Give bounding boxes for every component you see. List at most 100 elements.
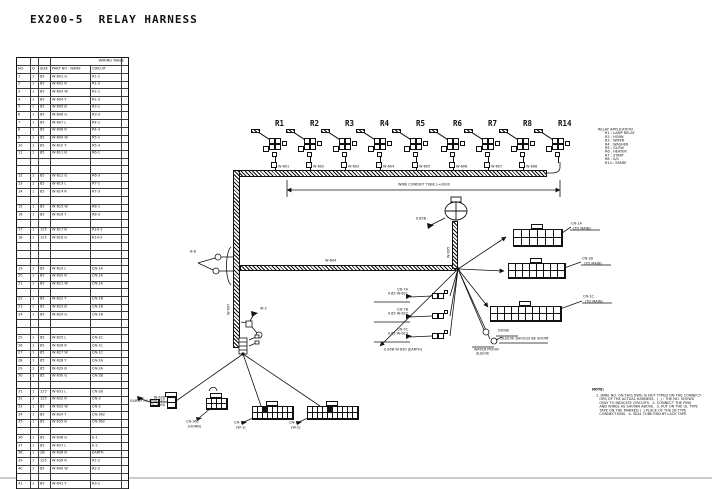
connector-cell bbox=[212, 399, 217, 404]
wire-table-cell: CN-1B bbox=[91, 304, 122, 312]
wire-table-cell: CN-3 bbox=[91, 396, 122, 404]
connector-horn-label-line2: (HORN) bbox=[188, 424, 202, 428]
wire-table-cell: W-637 L bbox=[51, 443, 91, 450]
wire-table-cell: 125 bbox=[39, 235, 51, 243]
wire-table-cell: 85 bbox=[39, 358, 51, 366]
relay-pin bbox=[552, 144, 558, 150]
wire-table-cell: 1 bbox=[31, 150, 39, 158]
wire-table-value: 85 bbox=[40, 335, 45, 340]
connector-cell bbox=[540, 314, 547, 321]
relay-pin bbox=[416, 138, 422, 144]
wire-table-cell: 4 bbox=[17, 97, 31, 104]
wire-table-value: EARTH bbox=[92, 450, 104, 455]
relay-pin bbox=[555, 152, 560, 157]
wire-table-header: SIZE bbox=[40, 66, 48, 70]
wire-table-cell bbox=[122, 389, 128, 396]
connector-cell bbox=[516, 271, 523, 278]
footer-rule bbox=[0, 477, 712, 480]
wire-table-cell bbox=[122, 128, 128, 135]
wire-table-cell: W-623 B bbox=[51, 304, 91, 312]
note-line: TAPE ON THE MARKED ( ) PLACE OF THE 2B T… bbox=[596, 408, 687, 413]
connector-cell bbox=[318, 413, 323, 419]
wire-table-cell: CN-2B bbox=[91, 389, 122, 396]
wire-table-cell: 1 bbox=[31, 212, 39, 220]
wire-table-value: 1 bbox=[32, 396, 35, 401]
wire-table-row bbox=[17, 158, 128, 167]
connector-cell bbox=[323, 413, 328, 419]
wire-table-value: 1 bbox=[32, 373, 35, 378]
wire-table-cell bbox=[122, 197, 128, 204]
wire-table-value: W-641 Y bbox=[52, 481, 67, 486]
wire-table-cell: 1 bbox=[31, 81, 39, 89]
wire-table-cell bbox=[31, 473, 39, 481]
relay-wire-label: W-601 bbox=[278, 164, 290, 169]
wire-table-cell: 85 bbox=[39, 412, 51, 419]
wire-table-cell: 20 bbox=[17, 273, 31, 281]
wire-table-value: 1 bbox=[32, 412, 35, 417]
connector-bottom-2-label-line2: (W-2) bbox=[291, 425, 301, 429]
wire-table-cell: W-638 B bbox=[51, 450, 91, 458]
relay-pin bbox=[317, 141, 322, 146]
wire-table-cell: 85 bbox=[39, 173, 51, 181]
wire-table-value: 1 bbox=[32, 212, 35, 217]
wire-table-value: 17 bbox=[18, 227, 23, 232]
wire-table-value: 1 bbox=[32, 350, 35, 355]
connector-cell bbox=[558, 264, 565, 271]
connector-bottom-2-label-line1: CN-1E bbox=[289, 420, 300, 425]
wire-table-value: W-622 Y bbox=[52, 296, 67, 301]
wire-table-cell: R4-1 bbox=[91, 120, 122, 127]
wire-table-value: 30 bbox=[18, 373, 23, 378]
wire-table-cell bbox=[91, 473, 122, 481]
wire-table-cell: W-609 W bbox=[51, 135, 91, 143]
dimension-label: WIRE CONDUIT TUBE L=2000 bbox=[398, 182, 450, 187]
relay-wire-label: W-602 bbox=[313, 164, 325, 169]
center-wire-label: W-605 bbox=[446, 246, 451, 258]
wire-table-value: R5-3 bbox=[92, 143, 101, 148]
legend-line: R7 : START bbox=[605, 153, 624, 158]
relay-pin bbox=[423, 141, 428, 146]
connector-cell bbox=[558, 271, 565, 278]
connector-cell bbox=[288, 413, 293, 419]
wire-table-row bbox=[17, 320, 128, 328]
branch-wire-label: W-604 bbox=[325, 258, 337, 263]
wire-table-cell: W-617 B bbox=[51, 227, 91, 235]
wire-table-value: CN-1A bbox=[92, 266, 103, 271]
wire-table-cell: W-633 W bbox=[51, 404, 91, 412]
connector-cell bbox=[343, 413, 348, 419]
connector-cn1a bbox=[513, 229, 563, 247]
wire-table-cell: 3 bbox=[17, 89, 31, 97]
wire-table-cell bbox=[17, 166, 31, 173]
waterproof-label-2: SLEEVE bbox=[476, 351, 490, 356]
wire-table-cell: CN-1A bbox=[91, 281, 122, 289]
wire-table-cell: CN-2B bbox=[91, 373, 122, 381]
wire-table-value: 1 bbox=[32, 389, 35, 394]
wire-table-cell: 85 bbox=[39, 296, 51, 304]
relay-wire-label: W-608 bbox=[526, 164, 538, 169]
relay-pin bbox=[441, 146, 447, 152]
wire-table-cell: 1 bbox=[31, 296, 39, 304]
wire-table-value: 1 bbox=[32, 296, 35, 301]
relay-pin bbox=[333, 146, 339, 152]
small-connector-tab bbox=[444, 310, 448, 314]
wire-table-cell bbox=[122, 428, 128, 435]
connector-cell bbox=[509, 264, 516, 271]
wire-table-value: 1 bbox=[32, 419, 35, 424]
connector-cn1a-label-line1: CN-1A bbox=[571, 221, 582, 226]
wire-table-value: W-624 G bbox=[52, 312, 68, 317]
wire-table-cell bbox=[51, 473, 91, 481]
wire-table-cell: CN-2A bbox=[91, 358, 122, 366]
relay-pin bbox=[404, 146, 410, 152]
wire-table-cell bbox=[122, 251, 128, 258]
wire-table-cell: E-2 bbox=[91, 443, 122, 450]
wire-table-cell bbox=[17, 220, 31, 227]
relay-pin bbox=[530, 141, 535, 146]
wire-table-cell: 85 bbox=[39, 366, 51, 373]
